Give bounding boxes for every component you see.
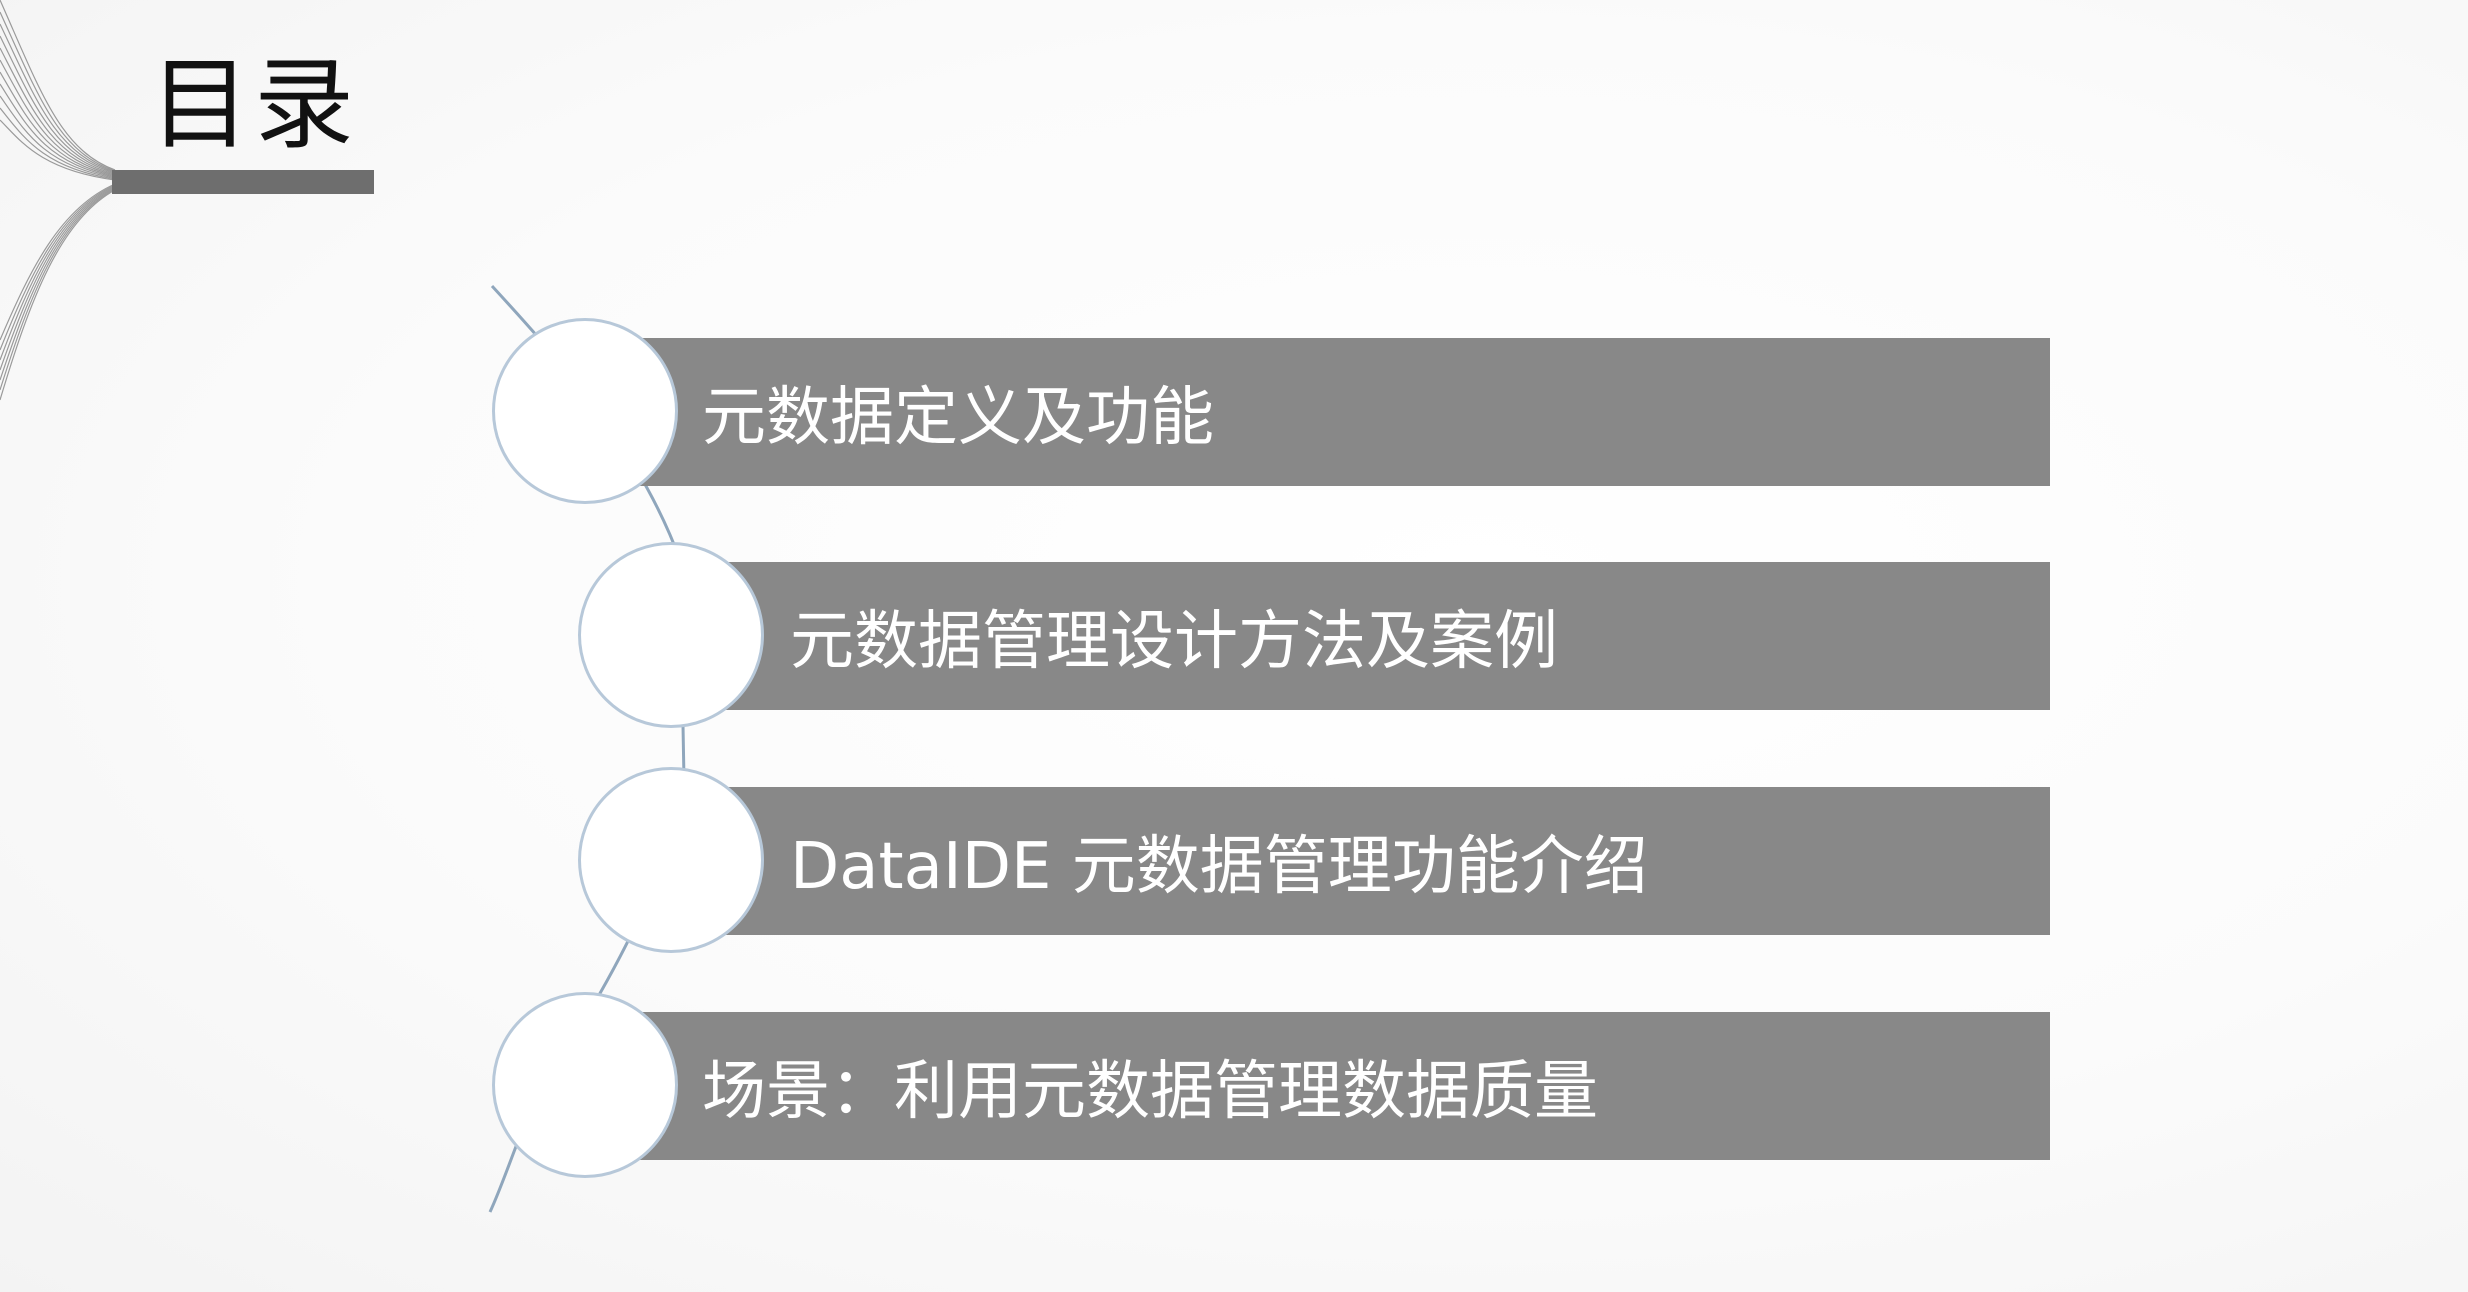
decorative-lines	[0, 0, 116, 401]
toc-item-2-label: 元数据管理设计方法及案例	[790, 605, 1558, 679]
toc-item-4-label: 场景：利用元数据管理数据质量	[702, 1055, 1598, 1129]
toc-item-1-bar[interactable]: 元数据定义及功能	[580, 338, 2050, 486]
toc-item-2-bar[interactable]: 元数据管理设计方法及案例	[666, 562, 2050, 710]
toc-item-4-circle	[492, 992, 678, 1178]
toc-item-1-label: 元数据定义及功能	[702, 381, 1214, 455]
page-title: 目录	[150, 46, 358, 163]
toc-item-2-circle	[578, 542, 764, 728]
toc-item-3-label: DataIDE 元数据管理功能介绍	[790, 830, 1648, 904]
toc-item-3-bar[interactable]: DataIDE 元数据管理功能介绍	[666, 787, 2050, 935]
title-underline-bar	[112, 170, 374, 194]
toc-item-3-circle	[578, 767, 764, 953]
toc-item-1-circle	[492, 318, 678, 504]
toc-item-4-bar[interactable]: 场景：利用元数据管理数据质量	[580, 1012, 2050, 1160]
